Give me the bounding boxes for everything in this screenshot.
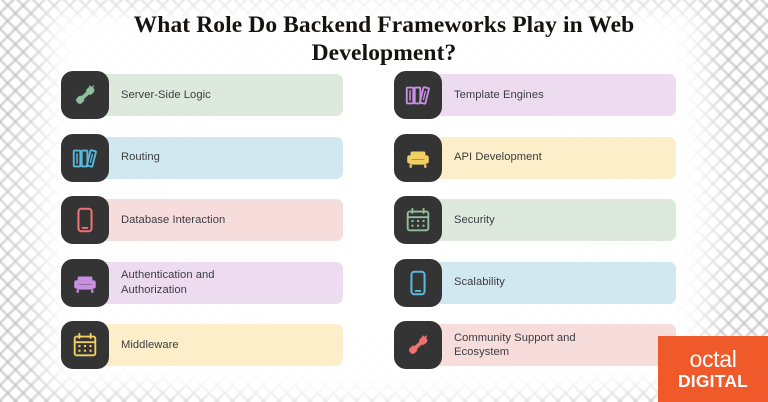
phone-handset-icon [403, 330, 433, 360]
list-item[interactable]: Server-Side Logic [61, 71, 343, 119]
list-item[interactable]: API Development [394, 133, 676, 182]
item-card[interactable]: Community Support and Ecosystem [425, 324, 676, 367]
item-label: Database Interaction [121, 213, 226, 226]
octal-digital-logo[interactable]: octal DIGITAL [658, 336, 768, 402]
list-item[interactable]: Database Interaction [61, 196, 343, 245]
calendar-icon [70, 330, 100, 360]
smartphone-icon [403, 268, 433, 298]
item-icon-tile [61, 196, 109, 245]
phone-handset-icon [70, 80, 100, 110]
item-card[interactable]: Scalability [425, 261, 676, 304]
page-title-line-1: What Role Do Backend Frameworks Play in … [133, 12, 635, 38]
item-icon-tile [394, 71, 442, 119]
item-label: API Development [454, 151, 542, 164]
armchair-icon [70, 268, 100, 298]
list-item[interactable]: Security [394, 196, 676, 245]
item-icon-tile [61, 133, 109, 182]
calendar-icon [403, 205, 433, 235]
logo-word-octal: octal [689, 345, 737, 372]
item-label: Scalability [454, 276, 505, 289]
item-card[interactable]: Authentication and Authorization [92, 261, 343, 304]
item-label: Authentication and Authorization [121, 269, 215, 296]
item-label: Template Engines [454, 88, 544, 101]
item-card[interactable]: Security [425, 199, 676, 242]
books-icon [403, 80, 433, 110]
logo-word-digital: DIGITAL [677, 370, 749, 391]
item-label: Community Support and Ecosystem [454, 331, 576, 359]
smartphone-icon [70, 205, 100, 235]
item-card[interactable]: Template Engines [425, 74, 676, 116]
list-item[interactable]: Community Support and Ecosystem [394, 321, 676, 370]
item-card[interactable]: Middleware [92, 324, 343, 367]
item-icon-tile [61, 258, 109, 307]
list-item[interactable]: Middleware [61, 321, 343, 370]
item-icon-tile [394, 321, 442, 370]
page-title: What Role Do Backend Frameworks Play in … [74, 11, 694, 68]
item-card[interactable]: Database Interaction [92, 199, 343, 242]
item-icon-tile [394, 258, 442, 307]
item-label: Server-Side Logic [121, 88, 211, 101]
item-icon-tile [61, 321, 109, 370]
item-label: Security [454, 213, 495, 226]
page-title-text: What Role Do Backend Frameworks Play in … [74, 11, 694, 68]
item-label: Middleware [121, 338, 179, 351]
item-icon-tile [394, 196, 442, 245]
list-item[interactable]: Scalability [394, 258, 676, 307]
item-card[interactable]: Server-Side Logic [92, 74, 343, 116]
list-item[interactable]: Template Engines [394, 71, 676, 119]
list-item[interactable]: Routing [61, 133, 343, 182]
list-item[interactable]: Authentication and Authorization [61, 258, 343, 307]
item-card[interactable]: API Development [425, 136, 676, 179]
item-label: Routing [121, 151, 160, 164]
armchair-icon [403, 143, 433, 173]
item-icon-tile [61, 71, 109, 119]
page-title-line-2: Development? [311, 40, 457, 67]
item-card[interactable]: Routing [92, 136, 343, 179]
item-icon-tile [394, 133, 442, 182]
books-icon [70, 143, 100, 173]
